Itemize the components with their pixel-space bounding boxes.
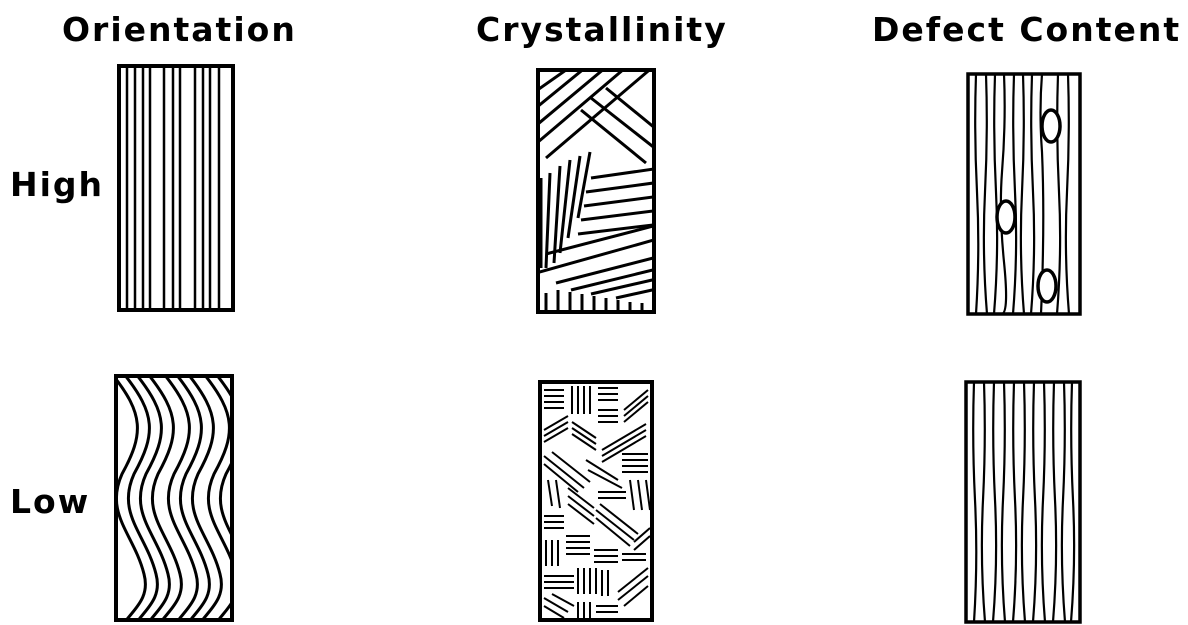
panel-high-defect-content	[966, 72, 1082, 316]
panel-low-orientation	[114, 374, 234, 622]
column-header-crystallinity: Crystallinity	[476, 10, 728, 49]
panel-high-orientation	[117, 64, 235, 312]
column-header-orientation: Orientation	[62, 10, 297, 49]
panel-high-crystallinity	[536, 68, 656, 314]
row-header-low: Low	[10, 482, 90, 521]
column-header-defect-content: Defect Content	[872, 10, 1181, 49]
panel-low-crystallinity	[538, 380, 654, 622]
row-header-high: High	[10, 165, 104, 204]
panel-low-defect-content	[964, 380, 1082, 624]
